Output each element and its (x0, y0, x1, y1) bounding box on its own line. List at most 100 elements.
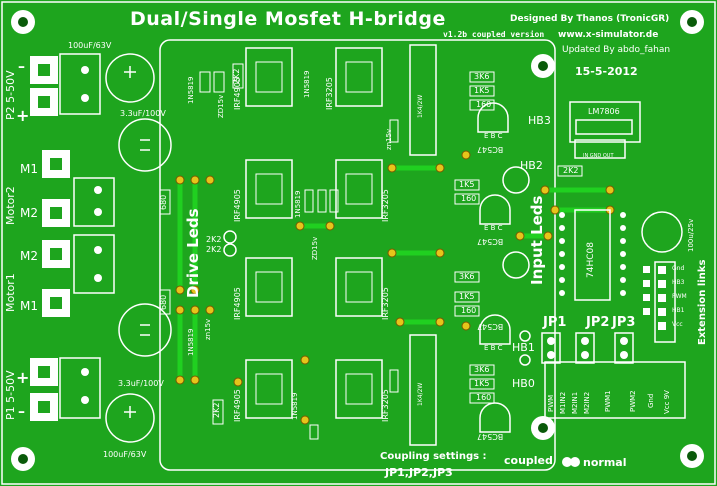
p1-minus: – (18, 404, 25, 420)
bottom-pin-label-3: M2IN1 (571, 391, 579, 414)
bottom-pin-label-4: M2IN2 (583, 391, 591, 414)
traces (177, 165, 613, 383)
p2-minus: – (18, 59, 25, 75)
res-2k2-2: 2K2 (212, 402, 221, 418)
mosfet-label-4: IRF3205 (381, 189, 390, 222)
res-2k2-3: 2K2 (206, 235, 222, 244)
cap-top-label: 100uF/63V (68, 41, 112, 50)
transistor-bc547-4: BC547 (477, 432, 504, 441)
p1-plus: + (16, 368, 30, 387)
input-leds-label: Input Leds (528, 195, 546, 285)
transistors (477, 102, 511, 433)
small-resistors (159, 63, 583, 425)
zener-label-4: zn15v (204, 318, 212, 340)
ext-pin-pwm: PWM (672, 293, 687, 300)
version-label: v1.2b coupled version (443, 30, 545, 39)
ic-package (574, 209, 611, 301)
bottom-pin-label-1: PWM (547, 394, 555, 412)
regulator-pins: IN GND OUT (583, 153, 614, 159)
p1-label: P1 5-50V (4, 370, 17, 420)
updater-credit: Updated By abdo_fahan (562, 45, 671, 55)
res-2k2-1: 2K2 (232, 68, 241, 84)
mounting-holes (11, 10, 704, 471)
shunt-label-bottom: 1K4/2W (417, 382, 424, 406)
res-1k5-2: 1K5 (459, 180, 475, 189)
motor2-m1: M1 (20, 162, 38, 176)
res-1k5-1: 1K5 (474, 86, 490, 95)
mosfet-label-7: IRF4905 (233, 389, 242, 422)
shunt-resistors (409, 44, 437, 446)
hb3-label: HB3 (528, 114, 551, 127)
extension-header (654, 261, 676, 343)
ic-label: 74HC08 (586, 242, 596, 278)
terminal-blocks (59, 53, 115, 419)
bottom-pin-label-7: Gnd (647, 393, 655, 408)
drive-leds-label: Drive Leds (184, 208, 202, 298)
bottom-pin-label-5: PWM1 (604, 390, 612, 412)
transistor-ebc-2: E B C (484, 224, 503, 232)
mosfets (245, 47, 383, 419)
jp2-label: JP2 (586, 315, 610, 330)
cap-bottom-label: 100uF/63V (103, 450, 147, 459)
coupled-label: coupled (504, 454, 553, 467)
motor1-m1: M1 (20, 299, 38, 313)
mosfet-label-6: IRF3205 (381, 287, 390, 320)
transistor-ebc-3: E B C (484, 344, 503, 352)
transistor-bc547-2: BC547 (477, 237, 504, 246)
motor1-m2: M2 (20, 249, 38, 263)
res-1k5-3: 1K5 (459, 292, 475, 301)
board-title: Dual/Single Mosfet H-bridge (130, 8, 446, 30)
regulator-label: LM7806 (588, 107, 620, 116)
mosfet-label-3: IRF4905 (233, 189, 242, 222)
diode-label-2: 1N5819 (303, 70, 311, 98)
res-1k5-4: 1K5 (474, 379, 490, 388)
ext-pin-vcc: Vcc (672, 321, 683, 328)
motor2-m2: M2 (20, 206, 38, 220)
cap-small-bottom-label: 3.3uF/100V (118, 379, 164, 388)
res-3k6-3: 3K6 (474, 365, 490, 374)
res-680-2: 680 (159, 294, 168, 310)
motor2-label: Motor2 (4, 186, 17, 225)
diode-label-1: 1N5819 (187, 76, 195, 104)
extension-links-label: Extension links (697, 259, 708, 345)
hb0-label: HB0 (512, 377, 535, 390)
transistor-ebc-1: E B C (484, 132, 503, 140)
res-2k2-4: 2K2 (206, 245, 222, 254)
bottom-pin-label-8: Vcc 9V (663, 390, 671, 414)
heatsink-outline (159, 39, 556, 471)
p2-label: P2 5-50V (4, 70, 17, 120)
hb1-label: HB1 (512, 341, 535, 354)
ext-pin-hb3: HB3 (672, 279, 685, 286)
leds (223, 166, 531, 366)
site-credit: www.x-simulator.de (558, 30, 659, 40)
zener-label-1: ZD15v (217, 94, 225, 118)
res-160-3: 160 (461, 306, 477, 315)
res-2k2-5: 2K2 (563, 166, 579, 175)
diodes (199, 71, 399, 440)
cap-100u25-label: 100u/25v (687, 218, 695, 252)
shunt-label-top: 1K4/2W (417, 94, 424, 118)
diode-label-5: 1N5819 (291, 392, 299, 420)
cap-small-top-label: 3.3uF/100V (120, 109, 166, 118)
pads (175, 150, 615, 425)
diode-label-4: 1N5819 (187, 328, 195, 356)
hb2-label: HB2 (520, 159, 543, 172)
coupling-jumpers-label: JP1,JP2,JP3 (385, 466, 453, 479)
jumper-headers (541, 332, 686, 419)
diode-label-3: 1N5819 (294, 190, 302, 218)
jp3-label: JP3 (612, 315, 636, 330)
res-160-4: 160 (476, 393, 492, 402)
p2-plus: + (16, 106, 30, 125)
electrolytic-caps (105, 53, 683, 443)
res-3k6-2: 3K6 (459, 272, 475, 281)
coupling-settings-label: Coupling settings : (380, 451, 487, 462)
zener-label-3: zn15v (385, 128, 393, 150)
normal-label: normal (583, 456, 627, 469)
res-680-1: 680 (159, 194, 168, 210)
ext-pin-gnd: Gnd (672, 265, 685, 272)
date-label: 15-5-2012 (575, 65, 638, 78)
bottom-pin-label-2: M1IN2 (559, 391, 567, 414)
zener-label-2: ZD15v (311, 236, 319, 260)
